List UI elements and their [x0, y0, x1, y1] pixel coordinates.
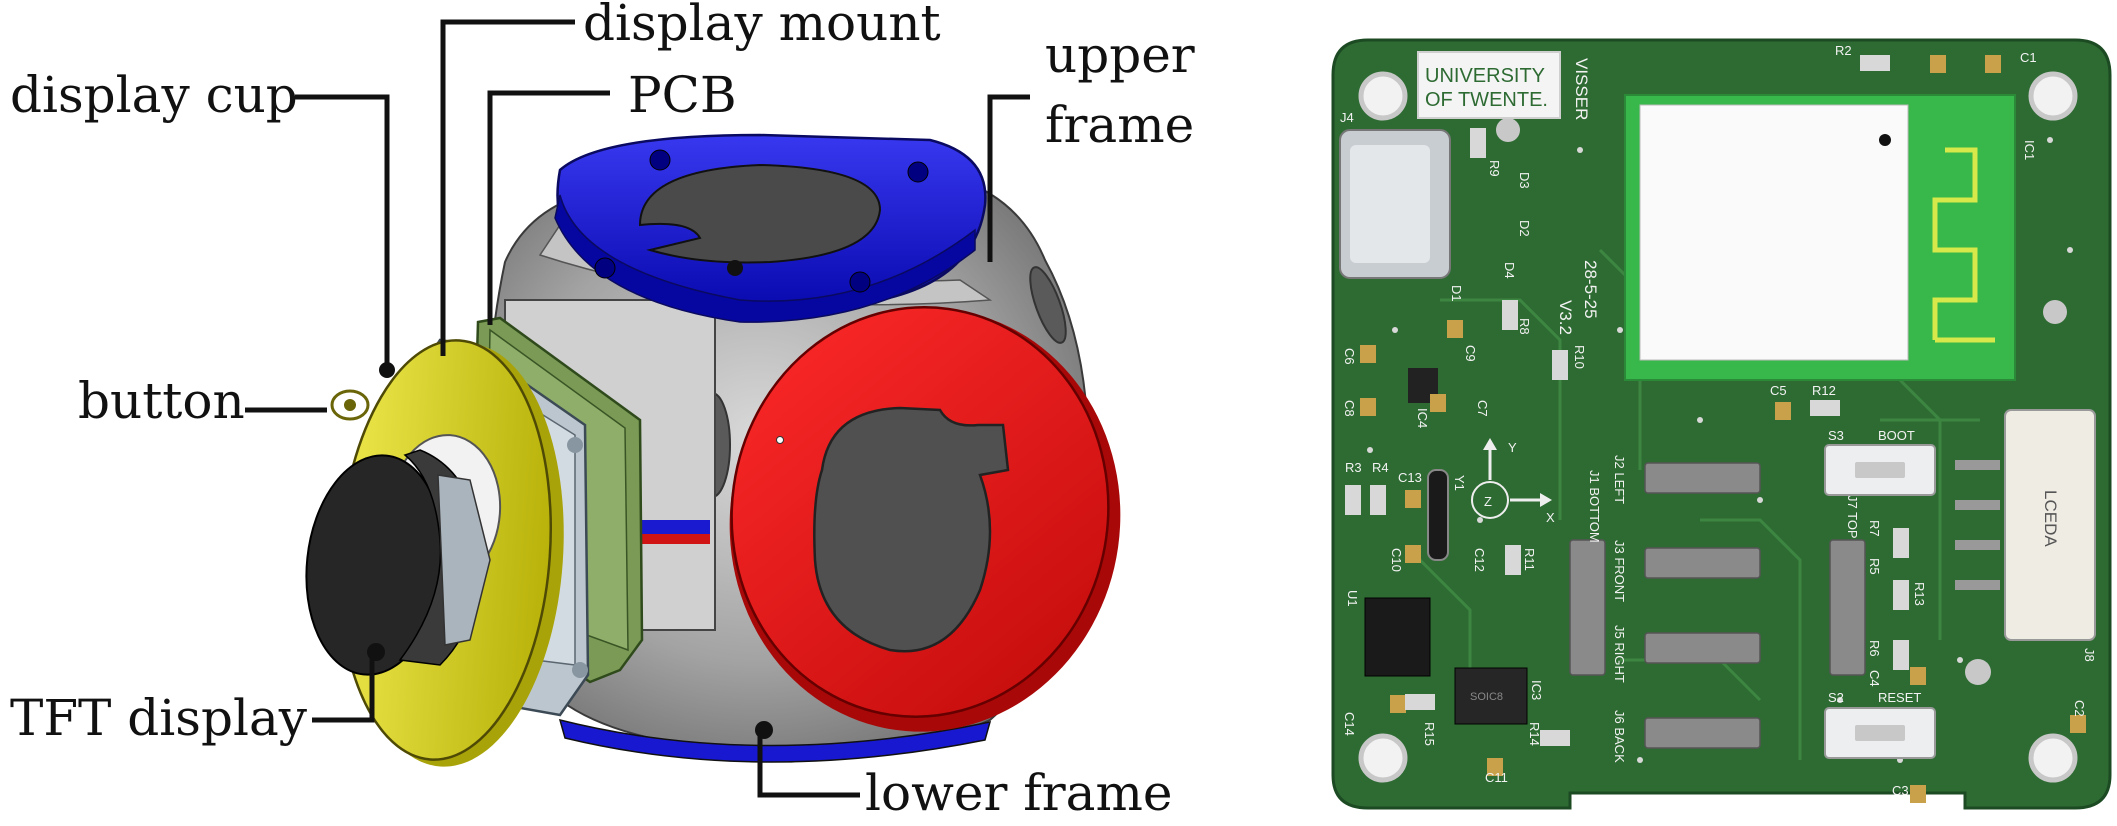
ref-j6: J6 BACK	[1612, 710, 1627, 763]
ref-s3: S3	[1828, 428, 1844, 443]
ref-r6: R6	[1867, 640, 1882, 657]
ref-y1: Y1	[1452, 475, 1467, 491]
ref-j8: J8	[2082, 648, 2097, 662]
display-connector-j8	[2004, 409, 2096, 641]
ref-r15: R15	[1422, 722, 1437, 746]
version-mark: V3.2	[1556, 300, 1575, 335]
axis-x: X	[1546, 510, 1555, 525]
label-button: button	[78, 372, 245, 430]
ref-r9: R9	[1487, 160, 1502, 177]
ref-c2: C2	[2072, 700, 2087, 717]
axis-marker	[1471, 438, 1552, 519]
ref-u1: U1	[1345, 590, 1360, 607]
axis-z: Z	[1484, 494, 1492, 509]
axis-y: Y	[1508, 440, 1517, 455]
chip-u1	[1364, 597, 1431, 677]
ref-c11: C11	[1485, 770, 1508, 785]
ref-r3: R3	[1345, 460, 1362, 475]
ref-r14: R14	[1527, 722, 1542, 746]
ref-ic3: IC3	[1529, 680, 1544, 700]
ref-j5: J5 RIGHT	[1612, 625, 1627, 683]
ref-c4: C4	[1867, 670, 1882, 687]
ref-r4: R4	[1372, 460, 1389, 475]
reset-label: RESET	[1878, 690, 1921, 705]
ref-r8: R8	[1517, 318, 1532, 335]
silkscreen-refdes: R2 C1 R9 D3 D2 D1 D4 R8 C9 C6 C8 IC4 C7 …	[1342, 43, 2087, 798]
ref-j3: J3 FRONT	[1612, 540, 1627, 602]
board-connectors	[1569, 462, 1866, 749]
ref-r12: R12	[1812, 383, 1836, 398]
ref-c8: C8	[1342, 400, 1357, 417]
ref-ic1: IC1	[2022, 140, 2037, 160]
ref-c1: C1	[2020, 50, 2037, 65]
j8-pins	[1955, 460, 2000, 590]
ref-j1: J1 BOTTOM	[1587, 470, 1602, 543]
ref-c12: C12	[1472, 548, 1487, 572]
component-labels: display mount display cup PCB upper fram…	[10, 0, 1195, 822]
university-logo	[1417, 51, 1561, 119]
leader-display-cup	[295, 94, 390, 370]
ref-r7: R7	[1867, 520, 1882, 537]
smd-passives	[1345, 55, 2086, 803]
ref-r2: R2	[1835, 43, 1852, 58]
pcb-render: UNIVERSITY OF TWENTE. VISSER V3.2 28-5-2…	[1331, 38, 2112, 810]
tft-display	[305, 449, 491, 676]
ref-ic4: IC4	[1415, 408, 1430, 428]
leader-display-mount	[440, 19, 575, 356]
ref-c6: C6	[1342, 348, 1357, 365]
leader-upper-frame	[987, 94, 1030, 262]
ref-c5: C5	[1770, 383, 1787, 398]
ref-j4: J4	[1340, 110, 1354, 125]
date-mark: 28-5-25	[1581, 260, 1600, 319]
logo-line2: OF TWENTE.	[1425, 89, 1548, 111]
ref-s2: S2	[1828, 690, 1844, 705]
ref-r10: R10	[1572, 345, 1587, 369]
leader-lines	[245, 19, 1030, 798]
label-display-mount: display mount	[583, 0, 941, 52]
label-lower-frame: lower frame	[865, 764, 1173, 822]
leader-lower-frame	[757, 730, 860, 798]
exploded-cube-illustration	[305, 133, 1121, 767]
ref-r11: R11	[1522, 548, 1537, 571]
boot-label: BOOT	[1878, 428, 1915, 443]
label-upper-frame-line2: frame	[1045, 96, 1194, 154]
mounting-holes	[1358, 71, 2078, 783]
ref-d3: D3	[1517, 172, 1532, 189]
chip-ic3	[1454, 667, 1528, 725]
lceda-label: LCEDA	[2041, 490, 2060, 547]
leader-pcb	[487, 90, 610, 325]
ref-d2: D2	[1517, 220, 1532, 237]
ref-c3: C3	[1892, 783, 1909, 798]
ref-c9: C9	[1463, 345, 1478, 362]
anchor-dot-upper-frame	[727, 260, 743, 276]
wifi-module-ic1	[1624, 94, 2016, 381]
ref-j2: J2 LEFT	[1612, 455, 1627, 504]
ref-c14: C14	[1342, 712, 1357, 736]
ref-d4: D4	[1502, 262, 1517, 279]
ref-r5: R5	[1867, 558, 1882, 575]
ic3-chip-mark: SOIC8	[1470, 691, 1503, 703]
ref-c10: C10	[1389, 548, 1404, 572]
ref-d1: D1	[1449, 285, 1464, 302]
crystal-y1	[1427, 469, 1449, 561]
label-upper-frame-line1: upper	[1045, 26, 1195, 84]
label-display-cup: display cup	[10, 66, 298, 124]
lower-frame-red-face	[729, 306, 1121, 732]
upper-frame-blue-ring	[554, 133, 987, 323]
ref-r13: R13	[1912, 582, 1927, 606]
ref-j7: J7 TOP	[1845, 495, 1860, 539]
ref-c7: C7	[1475, 400, 1490, 417]
ref-c13: C13	[1398, 470, 1422, 485]
logo-line1: UNIVERSITY	[1425, 65, 1545, 87]
label-tft-display: TFT display	[10, 689, 308, 747]
leader-tft-display	[312, 655, 375, 723]
label-pcb: PCB	[628, 66, 737, 124]
visser-mark: VISSER	[1572, 58, 1591, 120]
